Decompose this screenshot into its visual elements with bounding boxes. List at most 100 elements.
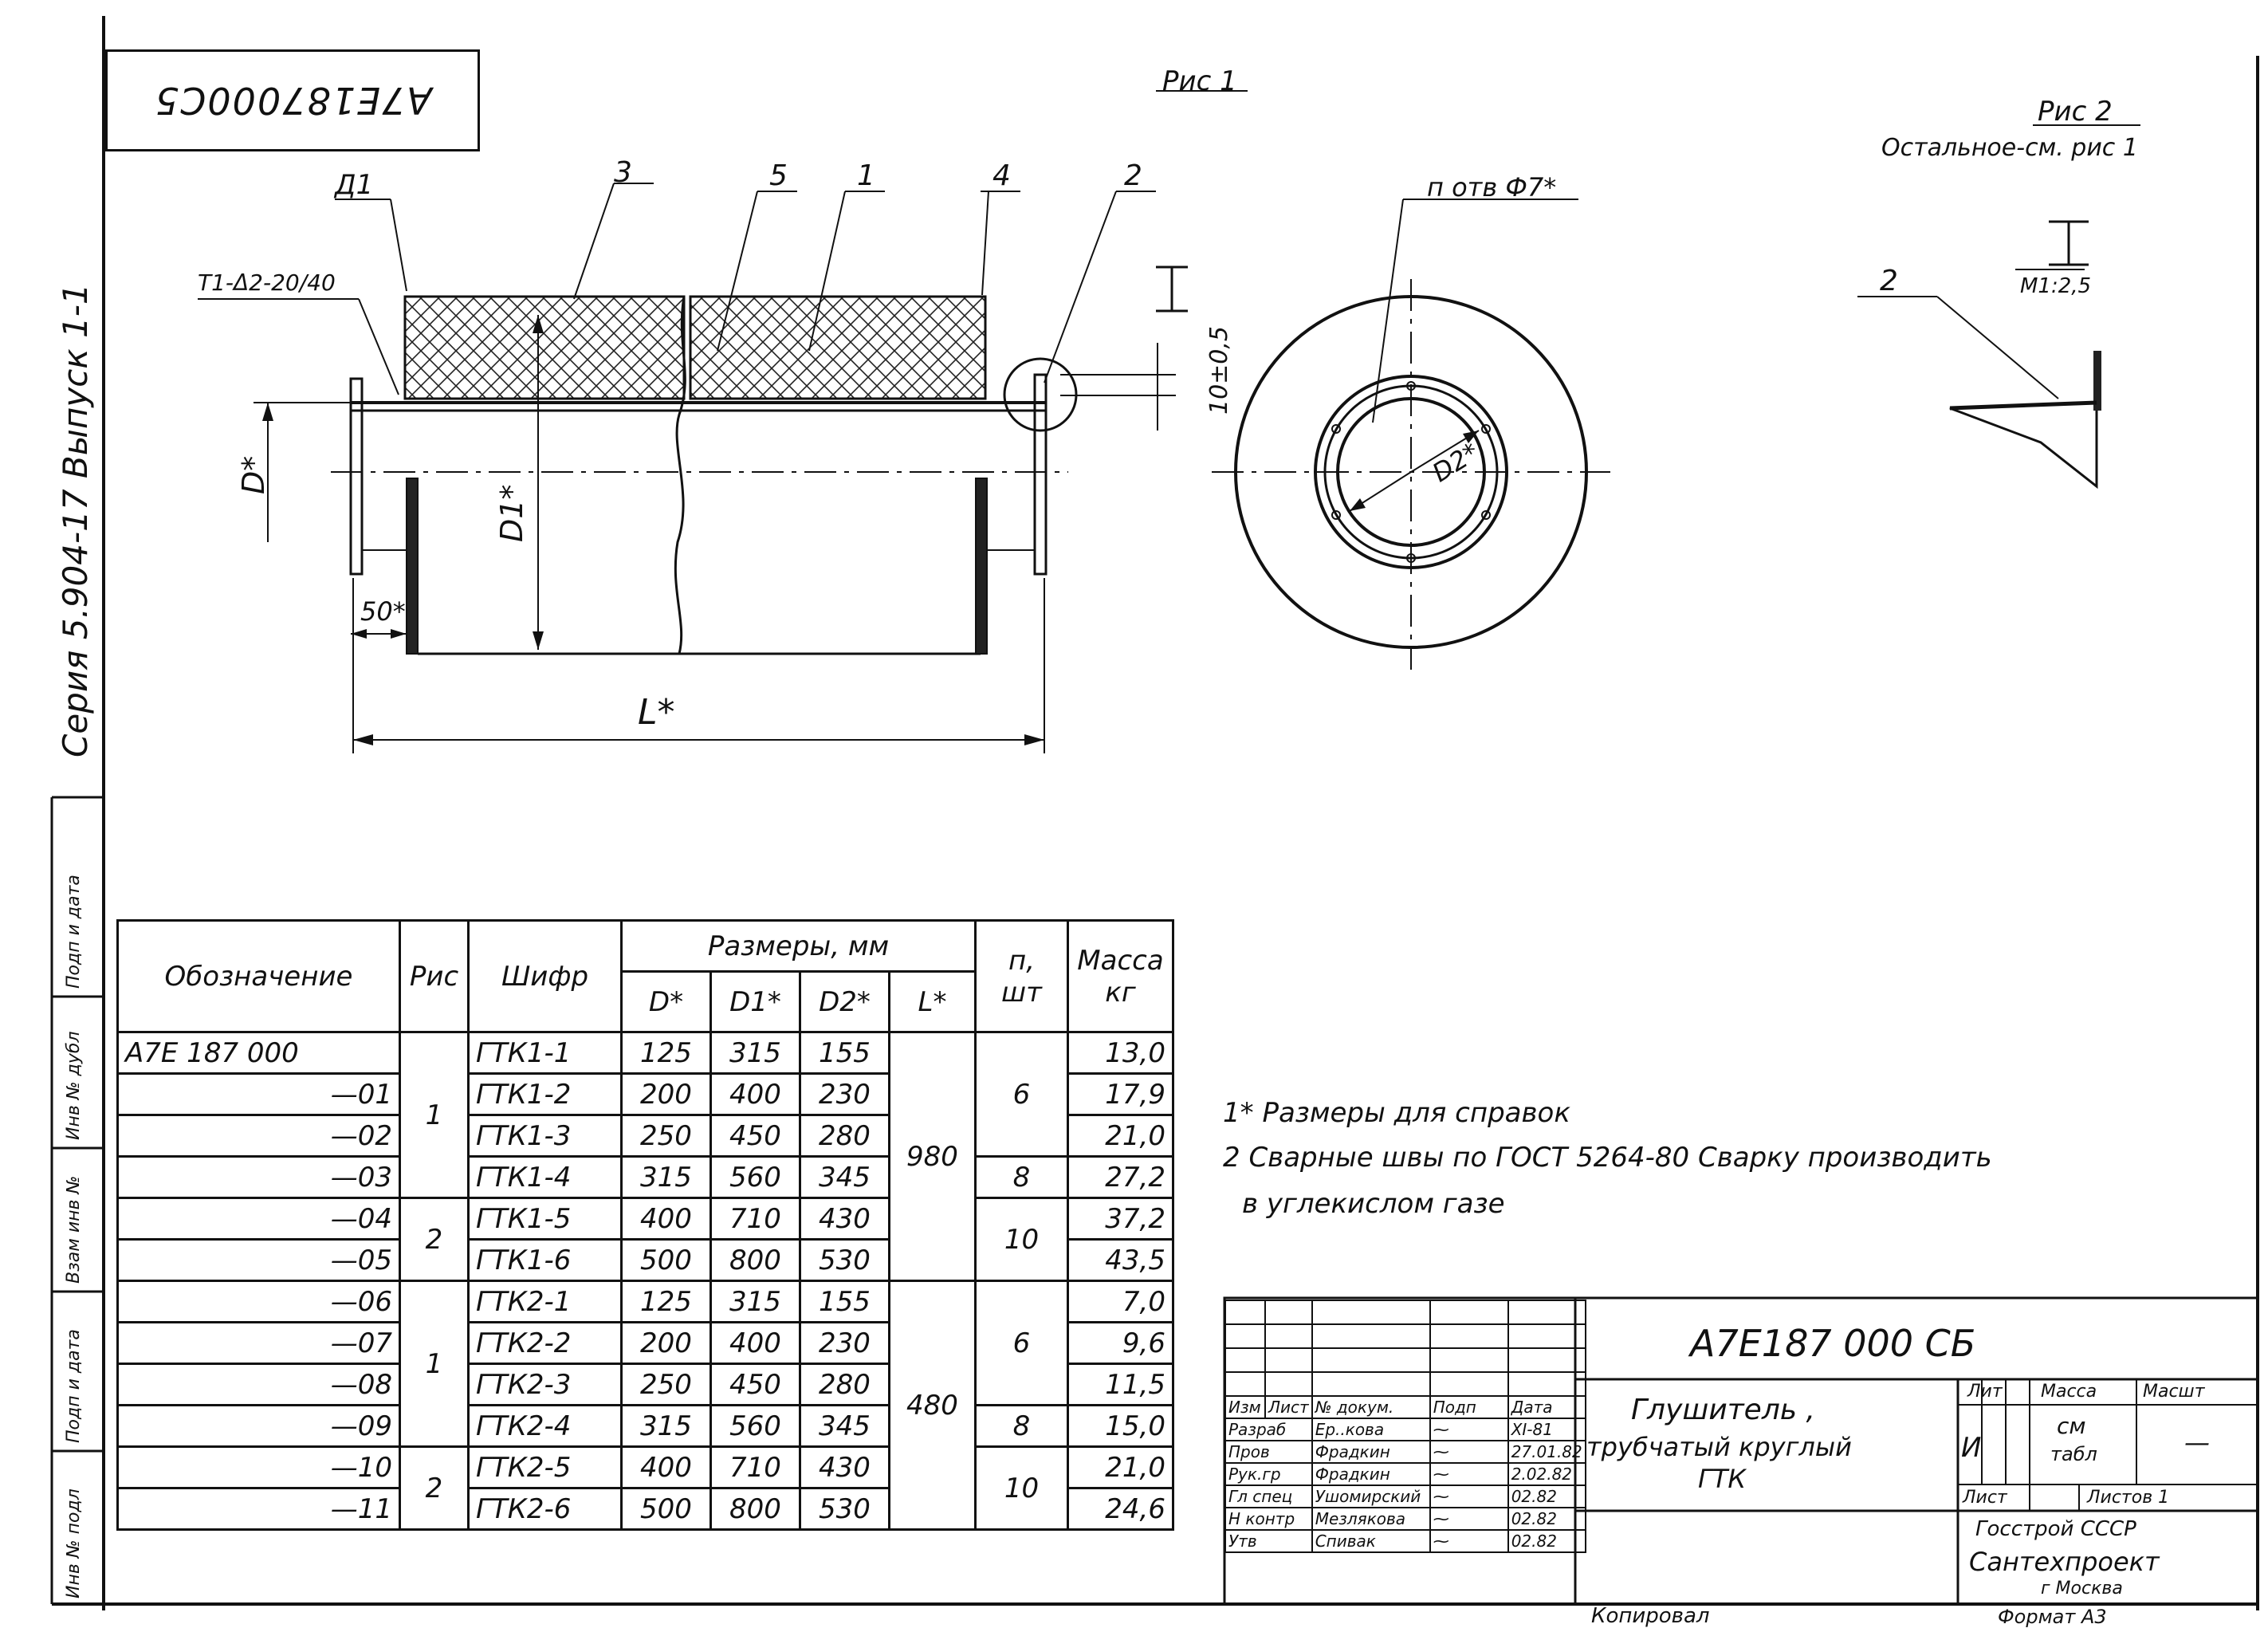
D1-cell: 800 [709, 1238, 801, 1282]
title-block-signatures: Изм Лист № докум. Подп Дата Разраб Ер..к… [1224, 1300, 1586, 1553]
D1-cell: 400 [709, 1072, 801, 1116]
table-row: —10 2 ГТК2-5 400 710 430 10 21,0 [116, 1445, 1174, 1531]
signature-row: Утв Спивак ⁓ 02.82 [1224, 1529, 1586, 1553]
designation-cell: —02 [116, 1114, 401, 1158]
fig-group-cell: 1 [399, 1280, 470, 1448]
code-cell: ГТК1-1 [467, 1031, 623, 1075]
callout-label: Д1 [335, 169, 374, 201]
date-cell: 02.82 [1507, 1484, 1586, 1508]
signature-row: Гл спец Ушомирский ⁓ 02.82 [1224, 1484, 1586, 1508]
signature-row: Разраб Ер..кова ⁓ XI-81 [1224, 1418, 1586, 1441]
fig-group-cell: 2 [399, 1445, 470, 1531]
role-cell: Пров [1224, 1440, 1313, 1464]
D2-cell: 155 [799, 1031, 890, 1075]
name-cell: Ер..кова [1311, 1418, 1431, 1441]
date-cell: 02.82 [1507, 1529, 1586, 1553]
mass-label: Масса [2041, 1382, 2097, 1402]
code-cell: ГТК1-4 [467, 1155, 623, 1199]
product-name-line2: трубчатый круглый [1586, 1432, 1852, 1462]
col-header-dims: Размеры, мм [620, 919, 977, 973]
D1-cell: 315 [709, 1280, 801, 1323]
callout-label: 3 [614, 156, 632, 189]
D1-cell: 315 [709, 1031, 801, 1075]
note-2: 2 Сварные швы по ГОСТ 5264-80 Сварку про… [1223, 1142, 1992, 1174]
date-cell: 02.82 [1507, 1507, 1586, 1531]
D1-cell: 560 [709, 1404, 801, 1448]
L-group-cell: 980 [888, 1031, 977, 1282]
code-cell: ГТК2-3 [467, 1363, 623, 1406]
table-row: —02 ГТК1-3 250 450 280 21,0 [116, 1114, 1174, 1158]
signature-cell: ⁓ [1429, 1418, 1509, 1441]
col-header-L: L* [888, 970, 977, 1033]
table-row: —01 ГТК1-2 200 400 230 17,9 [116, 1072, 1174, 1116]
callout-label: 1 [857, 159, 875, 192]
table-row: —08 ГТК2-3 250 450 280 11,5 [116, 1363, 1174, 1406]
table-row: —06 1 ГТК2-1 125 315 155 480 6 7,0 [116, 1280, 1174, 1531]
signature-cell: ⁓ [1429, 1529, 1509, 1553]
code-cell: ГТК1-6 [467, 1238, 623, 1282]
role-cell: Гл спец [1224, 1484, 1313, 1508]
scale-value: — [2184, 1427, 2210, 1457]
date-cell: 2.02.82 [1507, 1462, 1586, 1486]
col-header-n: п,шт [974, 919, 1069, 1033]
product-name-line1: Глушитель , [1631, 1394, 1815, 1426]
n-group-cell: 10 [974, 1445, 1069, 1531]
name-cell: Фрадкин [1311, 1440, 1431, 1464]
n-group-cell: 10 [974, 1197, 1069, 1282]
table-row: —11 ГТК2-6 500 800 530 24,6 [116, 1487, 1174, 1531]
table-row: —05 ГТК1-6 500 800 530 43,5 [116, 1238, 1174, 1282]
D1-cell: 800 [709, 1487, 801, 1531]
D1-cell: 450 [709, 1363, 801, 1406]
mass-cell: 24,6 [1067, 1487, 1174, 1531]
D-cell: 315 [620, 1155, 712, 1199]
mass-cell: 15,0 [1067, 1404, 1174, 1448]
col-list: Лист [1264, 1395, 1313, 1419]
signature-row: Пров Фрадкин ⁓ 27.01.82 [1224, 1440, 1586, 1464]
org-line1: Госстрой СССР [1975, 1517, 2136, 1541]
designation-cell: —03 [116, 1155, 401, 1199]
fig2-subtitle: Остальное-см. рис 1 [1881, 134, 2138, 162]
callout-label: 4 [992, 159, 1011, 192]
name-cell: Фрадкин [1311, 1462, 1431, 1486]
D2-cell: 430 [799, 1445, 890, 1489]
mass-value-2: табл [2050, 1443, 2097, 1465]
mass-cell: 17,9 [1067, 1072, 1174, 1116]
D2-cell: 345 [799, 1155, 890, 1199]
n-group-cell: 6 [974, 1280, 1069, 1406]
D1-cell: 710 [709, 1445, 801, 1489]
callout-label: 2 [1880, 265, 1898, 297]
D2-cell: 230 [799, 1321, 890, 1365]
col-header-code: Шифр [467, 919, 623, 1033]
code-cell: ГТК2-5 [467, 1445, 623, 1489]
D-cell: 125 [620, 1031, 712, 1075]
col-podp: Подп [1429, 1395, 1509, 1419]
fig2-scale: М1:2,5 [2020, 274, 2092, 298]
signature-cell: ⁓ [1429, 1484, 1509, 1508]
D2-cell: 530 [799, 1487, 890, 1531]
D2-cell: 430 [799, 1197, 890, 1241]
col-data: Дата [1507, 1395, 1586, 1419]
doc-code: А7Е187 000 СБ [1690, 1322, 1976, 1365]
mass-cell: 21,0 [1067, 1114, 1174, 1158]
dim-50: 50* [360, 596, 406, 627]
code-cell: ГТК1-5 [467, 1197, 623, 1241]
product-name-line3: ГТК [1698, 1464, 1747, 1494]
D-cell: 400 [620, 1197, 712, 1241]
D2-cell: 280 [799, 1363, 890, 1406]
D2-cell: 280 [799, 1114, 890, 1158]
signature-row: Рук.гр Фрадкин ⁓ 2.02.82 [1224, 1462, 1586, 1486]
D-cell: 250 [620, 1363, 712, 1406]
weld-label: Т1-Δ2-20/40 [198, 269, 336, 296]
n-group-cell: 8 [974, 1404, 1069, 1448]
mass-cell: 27,2 [1067, 1155, 1174, 1199]
designation-cell: —01 [116, 1072, 401, 1116]
mass-cell: 43,5 [1067, 1238, 1174, 1282]
fig2-title: Рис 2 [2038, 96, 2113, 128]
code-cell: ГТК2-1 [467, 1280, 623, 1323]
D1-cell: 710 [709, 1197, 801, 1241]
designation-cell: А7Е 187 000 [116, 1031, 401, 1075]
D-cell: 315 [620, 1404, 712, 1448]
fig1-title: Рис 1 [1162, 65, 1237, 97]
code-cell: ГТК1-3 [467, 1114, 623, 1158]
